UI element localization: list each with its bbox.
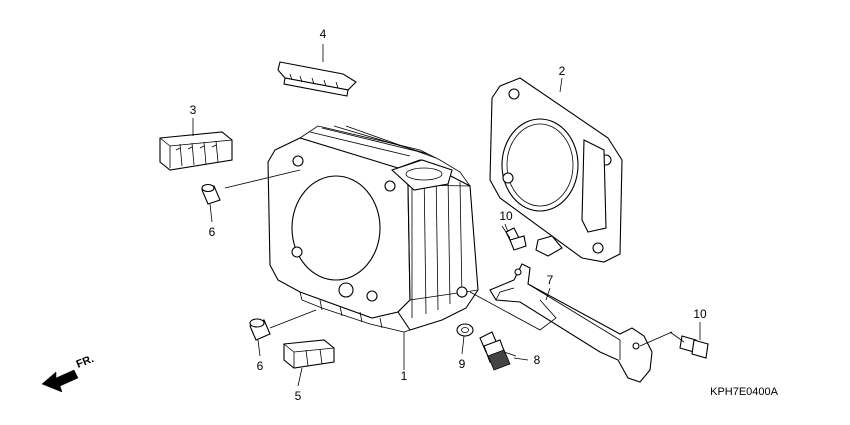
callout-10-right: 10	[693, 307, 707, 321]
part-4-damper	[277, 61, 357, 97]
part-1-cylinder	[267, 125, 479, 333]
part-7-bracket	[489, 263, 653, 383]
diagram-code: KPH7E0400A	[710, 386, 779, 398]
callout-8: 8	[534, 353, 541, 367]
part-3-damper-comb	[159, 131, 233, 171]
callout-numbers: 4 3 2 6 10 7 10 6 9 8 1 5	[190, 27, 707, 403]
part-9-washer	[456, 323, 474, 337]
part-10-bolt-right	[669, 331, 709, 359]
callout-5: 5	[295, 389, 302, 403]
part-6-dowel-lower	[249, 318, 271, 341]
part-8-sensor	[479, 331, 517, 371]
part-10-bolt-upper	[501, 225, 527, 251]
front-label: FR.	[75, 353, 96, 371]
part-2-gasket	[489, 77, 623, 263]
callout-3: 3	[190, 103, 197, 117]
front-direction-indicator: FR.	[41, 353, 96, 393]
callout-9: 9	[459, 357, 466, 371]
callout-2: 2	[559, 64, 566, 78]
callout-6-upper: 6	[209, 225, 216, 239]
front-arrow-icon	[41, 369, 79, 393]
callout-10-upper: 10	[499, 209, 513, 223]
leader-lines	[192, 44, 701, 387]
callout-4: 4	[320, 27, 327, 41]
callout-7: 7	[547, 273, 554, 287]
callout-6-lower: 6	[257, 359, 264, 373]
callout-1: 1	[401, 369, 408, 383]
part-6-dowel-upper	[201, 183, 221, 205]
part-5-damper-small	[283, 339, 335, 369]
